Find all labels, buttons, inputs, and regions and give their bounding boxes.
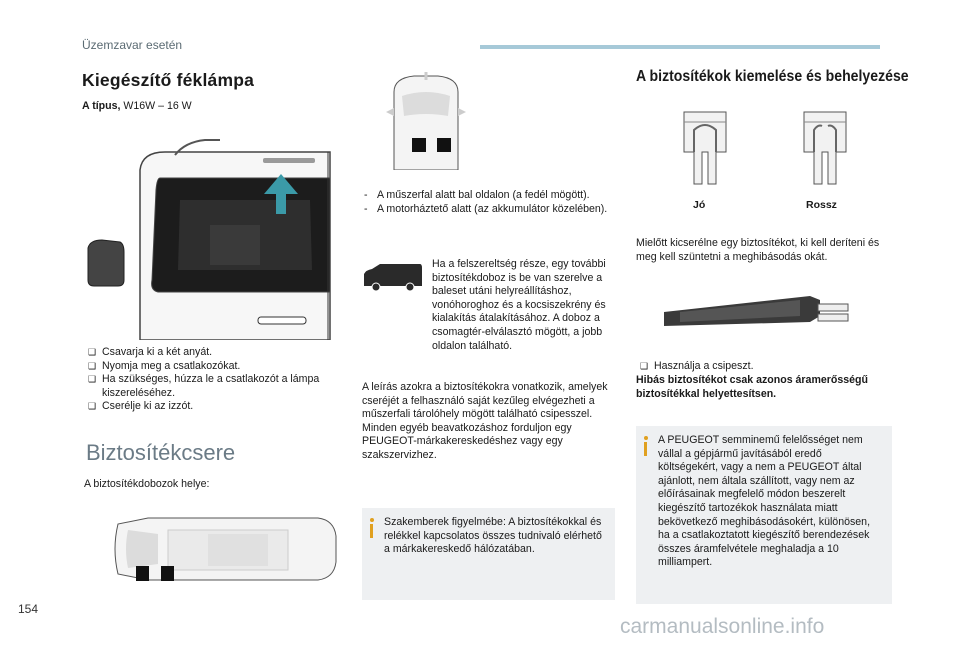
fuse-section-title: A biztosítékok kiemelése és behelyezése [636,68,909,85]
replace-warning: Hibás biztosítékot csak azonos áramerőss… [636,374,868,400]
location-item: -A motorháztető alatt (az akkumulátor kö… [364,202,608,215]
fusebox-intro: A biztosítékdobozok helye: [84,478,210,490]
good-fuse-label: Jó [693,199,706,211]
step-item: ❑Cserélje ki az izzót. [88,400,194,413]
checkbox-bullet-icon: ❑ [88,347,97,357]
bad-fuse-label: Rossz [806,199,837,211]
page-number: 154 [18,602,39,616]
step-item: ❑Nyomja meg a csatlakozókat. [88,359,241,372]
tweezers-illustration [664,296,849,326]
section-header: Üzemzavar esetén [82,38,183,52]
bulb-type-value: W16W – 16 W [120,100,192,112]
step-item: ❑Ha szükséges, húzza le a csatlakozót a … [88,373,320,399]
extra-fusebox-note: Ha a felszereltség része, egy további bi… [432,258,606,352]
blown-fuse-illustration [803,111,847,185]
van-engine-fusebox-illustration [386,72,466,170]
page-title: Kiegészítő féklámpa [82,70,255,90]
watermark: carmanualsonline.info [620,615,825,638]
info-icon [369,518,374,522]
checkbox-bullet-icon: ❑ [88,360,97,371]
fuse-paragraph: A leírás azokra a biztosítékokra vonatko… [362,381,608,461]
checkbox-bullet-icon: ❑ [88,401,97,412]
bulb-type: A típus, W16W – 16 W [82,100,192,114]
fusebox-locations: -A műszerfal alatt bal oldalon (a fedél … [364,189,609,216]
checkbox-bullet-icon: ❑ [640,361,649,371]
location-item: -A műszerfal alatt bal oldalon (a fedél … [364,189,590,201]
check-cause-text: Mielőtt kicserélne egy biztosítékot, ki … [636,237,880,263]
expert-info-box: Szakemberek figyelmébe: A biztosítékokka… [362,508,615,600]
header-accent-bar [480,45,880,49]
rear-door-illustration [87,139,331,340]
fusebox-location-illustration [114,517,337,581]
checkbox-bullet-icon: ❑ [88,374,97,385]
van-side-icon [364,264,422,292]
section-subtitle: Biztosítékcsere [86,440,236,465]
expert-info-text: Szakemberek figyelmébe: A biztosítékokka… [384,516,602,556]
info-icon [643,436,648,440]
liability-info-text: A PEUGEOT semminemű felelősséget nem vál… [658,434,871,569]
good-fuse-illustration [683,111,727,185]
liability-info-box: A PEUGEOT semminemű felelősséget nem vál… [636,426,892,604]
step-item: ❑Csavarja ki a két anyát. [88,346,213,358]
tweezers-step: ❑Használja a csipeszt. [640,360,754,372]
bulb-steps: ❑Csavarja ki a két anyát. ❑Nyomja meg a … [88,346,338,414]
bulb-type-label: A típus, [82,100,121,112]
